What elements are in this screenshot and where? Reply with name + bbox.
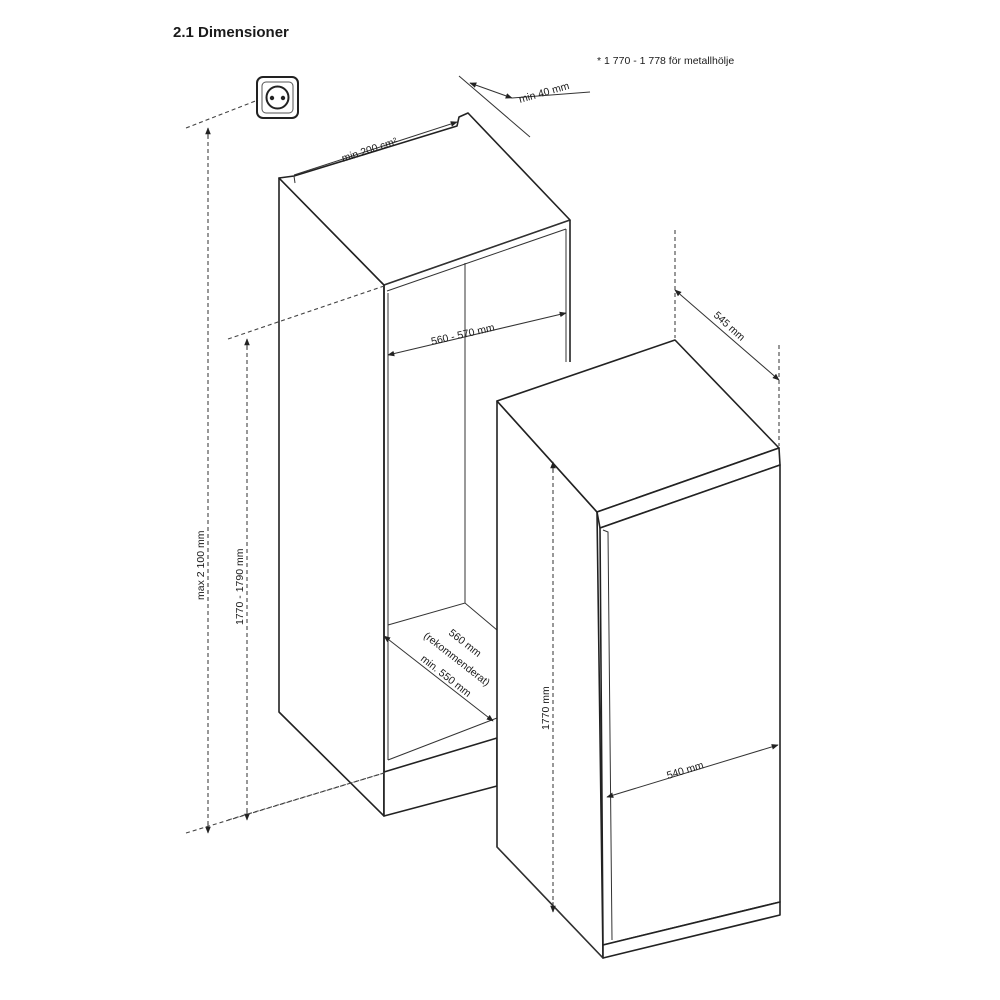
niche-depth-dimension: 560 mm (rekommenderat) min. 550 mm	[383, 627, 494, 722]
appliance-height-dimension: 1770 mm	[540, 461, 556, 913]
niche-height-label: 1770 - 1790 mm	[234, 548, 246, 625]
appliance-height-label: 1770 mm	[540, 686, 552, 730]
niche-width-dimension: 560 - 570 mm	[387, 311, 567, 357]
page-title: 2.1 Dimensioner	[173, 24, 289, 41]
power-socket-icon	[256, 76, 299, 119]
max-height-dimension: max 2 100 mm	[185, 99, 385, 834]
max-height-label: max 2 100 mm	[195, 530, 207, 600]
rear-gap-label: min 40 mm	[518, 80, 571, 106]
niche-width-label: 560 - 570 mm	[430, 322, 496, 348]
appliance-depth-label: 545 mm	[711, 309, 747, 343]
refrigerator-appliance	[496, 339, 781, 959]
niche-height-dimension: 1770 - 1790 mm	[227, 285, 385, 821]
cabinet-niche	[278, 112, 571, 817]
footnote: * 1 770 - 1 778 för metallhölje	[597, 55, 734, 67]
